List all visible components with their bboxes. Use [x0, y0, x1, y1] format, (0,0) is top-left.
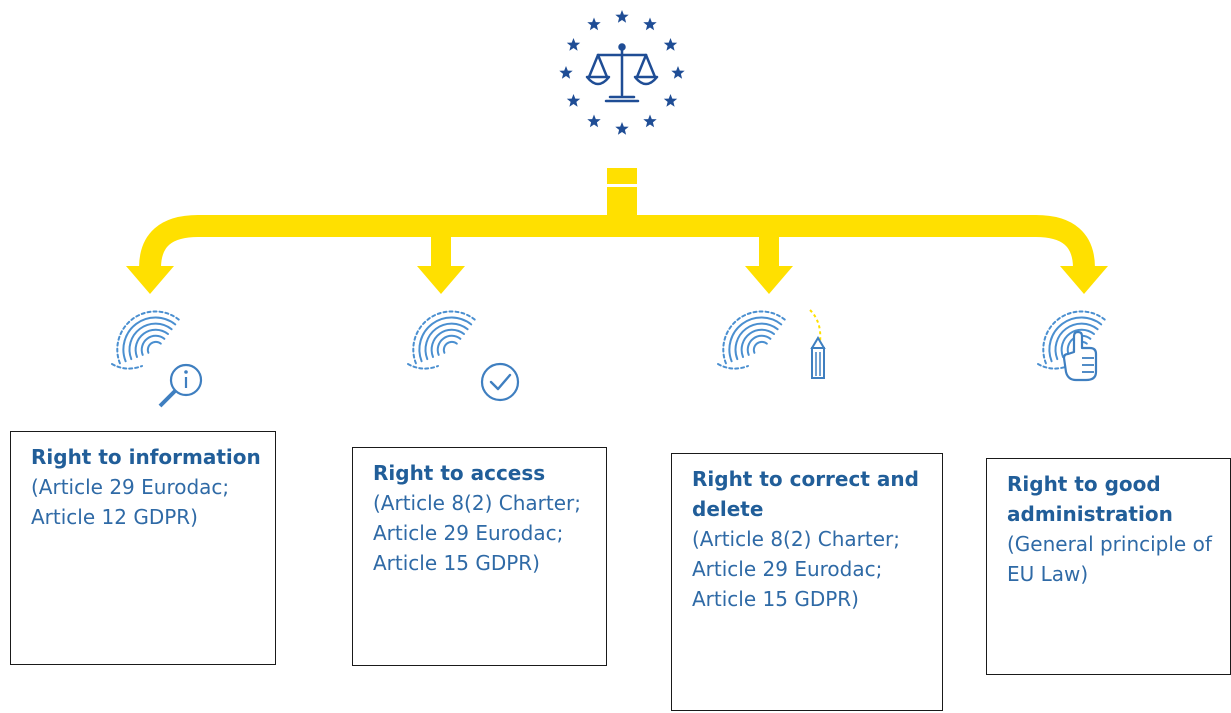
arrow-head-2 — [417, 266, 465, 294]
connector-tree — [126, 168, 1108, 294]
fingerprint-ridge — [122, 316, 177, 363]
star-icon — [615, 122, 629, 135]
right-box-information: Right to information (Article 29 Eurodac… — [10, 431, 276, 665]
fingerprint-ridge — [752, 340, 768, 354]
arrow-head-3 — [745, 266, 793, 294]
fingerprint-ridge — [1042, 310, 1106, 365]
connector-drop-2 — [431, 235, 451, 269]
connector-center-join — [607, 213, 637, 237]
right-detail: (General principle of EU Law) — [1007, 532, 1212, 586]
connector-left-curve — [139, 215, 607, 269]
fingerprint-ridge — [1060, 328, 1095, 358]
fingerprint-ridge — [412, 310, 476, 365]
connector-right-curve — [637, 215, 1095, 269]
star-icon — [671, 66, 685, 79]
star-icon — [566, 38, 581, 51]
fingerprint-checkmark-icon — [407, 310, 520, 402]
arrow-head-1 — [126, 266, 174, 294]
eu-emblem — [559, 10, 685, 135]
fingerprint-ridge — [430, 328, 465, 358]
fingerprint-ridge — [111, 363, 143, 370]
fingerprint-ridge — [722, 310, 786, 365]
right-title: Right to information — [31, 445, 261, 469]
star-icon — [587, 17, 601, 31]
connector-stem-bottom — [607, 187, 637, 213]
fingerprint-information-icon — [111, 310, 203, 408]
fingerprint-pencil-icon — [717, 309, 826, 379]
right-title: Right to correct and delete — [692, 467, 919, 521]
right-detail: (Article 8(2) Charter; Article 29 Euroda… — [692, 527, 900, 611]
fingerprint-ridge — [442, 340, 458, 354]
fingerprint-ridge — [1037, 363, 1069, 370]
fingerprint-ridge — [407, 363, 439, 370]
fingerprint-ridge — [728, 316, 783, 363]
scales-of-justice-icon — [585, 43, 659, 103]
connector-drop-3 — [759, 235, 779, 269]
fingerprint-ridge — [128, 322, 173, 361]
right-box-good-administration: Right to good administration (General pr… — [986, 458, 1231, 675]
eu-stars-ring-icon — [559, 10, 685, 135]
fingerprint-ridge — [418, 316, 473, 363]
arrow-head-4 — [1060, 266, 1108, 294]
star-icon — [559, 66, 573, 79]
fingerprint-ridge — [1054, 322, 1099, 361]
fingerprint-ridge — [717, 363, 749, 370]
star-icon — [615, 10, 629, 23]
fingerprint-ridge — [746, 334, 772, 356]
star-icon — [643, 114, 657, 128]
right-box-correct-delete: Right to correct and delete (Article 8(2… — [671, 453, 943, 711]
fingerprint-ridge — [140, 334, 166, 356]
fingerprint-hand-icon — [1037, 310, 1106, 382]
fingerprint-ridge — [116, 310, 180, 365]
star-icon — [663, 94, 678, 107]
star-icon — [643, 17, 657, 31]
fingerprint-ridge — [436, 334, 462, 356]
right-detail: (Article 29 Eurodac; Article 12 GDPR) — [31, 475, 230, 529]
star-icon — [663, 38, 678, 51]
fingerprint-ridge — [424, 322, 469, 361]
star-icon — [587, 114, 601, 128]
right-title: Right to access — [373, 461, 546, 485]
fingerprint-ridge — [734, 322, 779, 361]
fingerprint-ridge — [740, 328, 775, 358]
right-detail: (Article 8(2) Charter; Article 29 Euroda… — [373, 491, 581, 575]
fingerprint-ridge — [134, 328, 169, 358]
right-title: Right to good administration — [1007, 472, 1173, 526]
right-box-access: Right to access (Article 8(2) Charter; A… — [352, 447, 607, 666]
star-icon — [566, 94, 581, 107]
connector-stem-top — [607, 168, 637, 184]
fingerprint-ridge — [146, 340, 162, 354]
fingerprint-ridge — [1048, 316, 1103, 363]
